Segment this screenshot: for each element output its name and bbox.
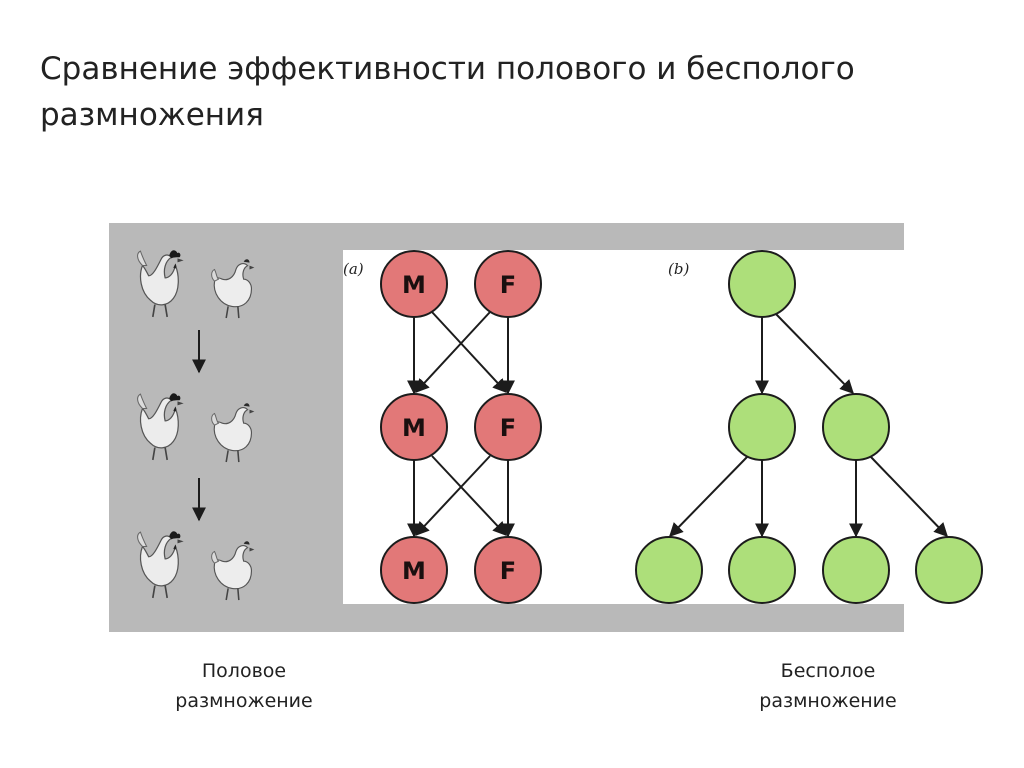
title-line-1: Сравнение эффективности полового и беспо… bbox=[40, 51, 855, 87]
caption-sexual-reproduction: Половое размножение bbox=[134, 656, 354, 716]
male-node-label: M bbox=[402, 557, 426, 585]
asexual-reproduction-diagram bbox=[669, 312, 948, 538]
caption-asexual-reproduction: Бесполое размножение bbox=[718, 656, 938, 716]
male-node bbox=[380, 250, 448, 318]
organism-node bbox=[635, 536, 703, 604]
panel-b-tag: (b) bbox=[668, 260, 689, 278]
hen-icon bbox=[210, 402, 256, 463]
arrow-parent-to-child bbox=[869, 455, 948, 538]
arrow-parent-to-child bbox=[669, 455, 749, 538]
arrow-parent-to-child bbox=[774, 312, 854, 395]
rooster-icon bbox=[136, 530, 185, 599]
female-node bbox=[474, 250, 542, 318]
sexual-nodes: M F M F M F bbox=[380, 250, 542, 604]
arrow-m-to-f bbox=[431, 311, 507, 394]
female-node-label: F bbox=[500, 557, 516, 585]
chicken-illustration bbox=[136, 249, 256, 601]
organism-node bbox=[915, 536, 983, 604]
male-node-label: M bbox=[402, 414, 426, 442]
rooster-icon bbox=[136, 392, 185, 461]
arrow-f-to-m bbox=[415, 455, 491, 537]
arrow-m-to-f bbox=[431, 455, 507, 537]
title-line-2: размножения bbox=[40, 97, 264, 133]
organism-node bbox=[728, 393, 796, 461]
caption-line: размножение bbox=[759, 690, 897, 712]
female-node bbox=[474, 536, 542, 604]
female-node bbox=[474, 393, 542, 461]
rooster-icon bbox=[136, 249, 185, 318]
panel-a-tag: (a) bbox=[343, 260, 364, 278]
organism-node bbox=[728, 250, 796, 318]
organism-node bbox=[822, 536, 890, 604]
caption-line: размножение bbox=[175, 690, 313, 712]
male-node bbox=[380, 536, 448, 604]
hen-icon bbox=[210, 540, 256, 601]
caption-line: Бесполое bbox=[780, 660, 876, 682]
asexual-nodes bbox=[635, 250, 983, 604]
male-node bbox=[380, 393, 448, 461]
hen-icon bbox=[210, 258, 256, 319]
organism-node bbox=[822, 393, 890, 461]
female-node-label: F bbox=[500, 271, 516, 299]
page-title: Сравнение эффективности полового и беспо… bbox=[40, 46, 940, 138]
organism-node bbox=[728, 536, 796, 604]
sexual-reproduction-diagram bbox=[407, 311, 515, 538]
arrow-f-to-m bbox=[415, 311, 491, 394]
female-node-label: F bbox=[500, 414, 516, 442]
caption-line: Половое bbox=[201, 660, 287, 682]
male-node-label: M bbox=[402, 271, 426, 299]
